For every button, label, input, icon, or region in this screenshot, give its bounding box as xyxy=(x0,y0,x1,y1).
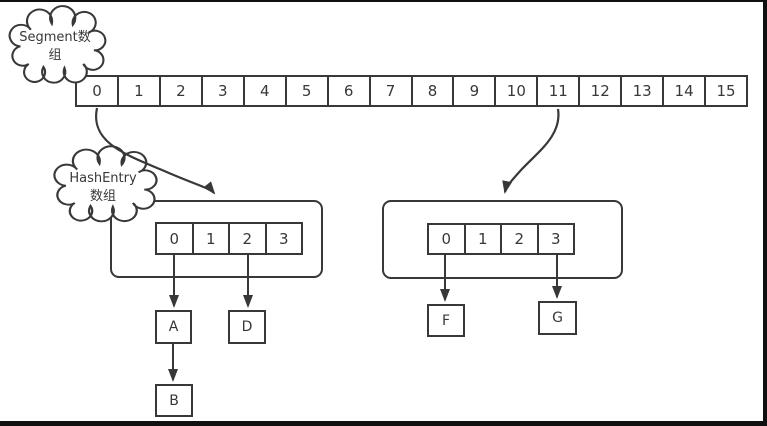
segment-array-cell: 4 xyxy=(242,77,285,105)
segment-array-cell: 1 xyxy=(116,77,159,105)
segment-array-cell: 8 xyxy=(410,77,453,105)
segment-array-cell: 10 xyxy=(494,77,536,105)
segment-array-cell: 2 xyxy=(158,77,201,105)
right-segment-box xyxy=(382,200,623,279)
segment-array-cell: 0 xyxy=(92,82,102,100)
left-segment-box xyxy=(110,200,323,278)
hashentry-array-cell: 2 xyxy=(228,224,265,253)
segment-cloud-label: Segment数 组 xyxy=(14,29,96,65)
segment-cloud-label-line1: Segment数 xyxy=(19,30,91,45)
node-box-b: B xyxy=(155,384,193,417)
node-box-g: G xyxy=(538,301,577,335)
hashentry-array-cell: 3 xyxy=(536,225,574,253)
segment-array-cell: 6 xyxy=(326,77,369,105)
node-box-f: F xyxy=(427,304,465,337)
node-box-d: D xyxy=(228,310,266,344)
segment-array-cell: 9 xyxy=(452,77,494,105)
segment-cloud-label-line2: 组 xyxy=(48,48,62,64)
segment-array-cell: 7 xyxy=(368,77,411,105)
hashentry-cloud-label-line1: HashEntry xyxy=(69,171,137,186)
segment-array-cell: 11 xyxy=(536,77,578,105)
node-box-a: A xyxy=(155,310,192,344)
segment-array-cell: 12 xyxy=(578,77,620,105)
hashentry-array-cell: 1 xyxy=(191,224,229,253)
segment-array-cell: 15 xyxy=(704,77,746,105)
segment-cloud-shape xyxy=(8,5,107,84)
segment-array-cell: 13 xyxy=(620,77,662,105)
hashentry-array-cell: 0 xyxy=(169,229,180,248)
hashentry-array-cell: 2 xyxy=(500,225,537,253)
segment-array-cell: 5 xyxy=(284,77,327,105)
segment-array-cell: 14 xyxy=(662,77,704,105)
hashentry-array-cell: 1 xyxy=(463,225,501,253)
hashentry-array-cell: 3 xyxy=(264,224,302,253)
hashentry-array-cell: 0 xyxy=(441,230,452,248)
segment-array-cell: 3 xyxy=(200,77,243,105)
segment0-to-left-bucket-arrow xyxy=(94,107,216,195)
segment11-to-right-bucket-arrow xyxy=(502,108,560,194)
